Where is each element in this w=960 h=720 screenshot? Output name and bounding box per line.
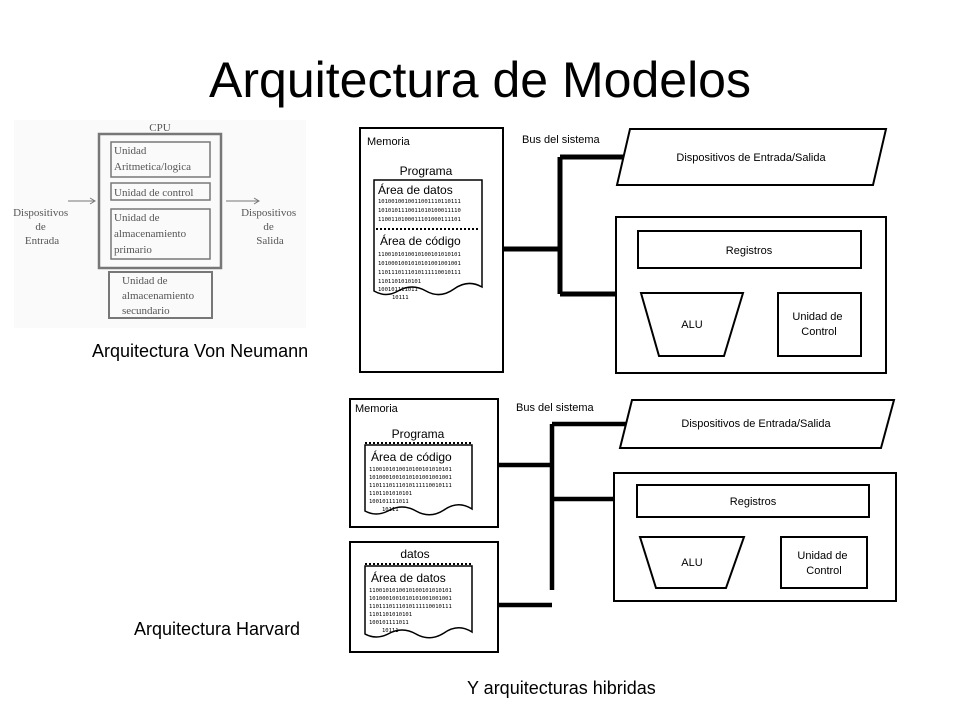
hv-program-label: Programa	[392, 427, 445, 441]
svg-text:1010010010011001110110111: 1010010010011001110110111	[378, 199, 461, 205]
vn-data-area-label: Área de datos	[378, 182, 453, 197]
svg-text:100101111011: 100101111011	[369, 499, 409, 505]
svg-text:10111: 10111	[382, 507, 399, 513]
hv-registers-label: Registros	[730, 496, 777, 508]
svg-text:1100101010010100101010101: 1100101010010100101010101	[378, 252, 461, 258]
vn-code-bits: 1100101010010100101010101 10100010010101…	[378, 252, 461, 301]
sketch-secondary-label: Unidad de almacenamiento secundario	[122, 275, 197, 317]
svg-text:1101110111010111110010111: 1101110111010111110010111	[369, 483, 452, 489]
hv-code-bits: 1100101010010100101010101 10100010010101…	[369, 467, 452, 513]
hv-io-label: Dispositivos de Entrada/Salida	[681, 418, 831, 430]
svg-text:100101111011: 100101111011	[369, 620, 409, 626]
sketch-alu-label: Unidad Aritmetica/logica	[114, 145, 191, 173]
vn-bus-label: Bus del sistema	[522, 134, 601, 146]
caption-hybrid: Y arquitecturas hibridas	[467, 678, 656, 698]
cpu-box	[97, 132, 223, 270]
sketch-alu-box	[110, 141, 211, 178]
harvard-diagram: Memoria Programa Área de código 11001010…	[349, 398, 897, 653]
sketch-primary-label: Unidad de almacenamiento primario	[114, 212, 189, 256]
hv-bus-label: Bus del sistema	[516, 402, 595, 414]
hv-control-box	[780, 536, 868, 589]
svg-text:1100110100011101000111101: 1100110100011101000111101	[378, 217, 461, 223]
vn-memory-label: Memoria	[367, 136, 411, 148]
sketch-control-box	[110, 182, 211, 201]
vn-registers-box	[637, 230, 862, 269]
hv-io-box	[618, 399, 896, 449]
vn-alu-shape	[639, 292, 745, 357]
svg-text:10111: 10111	[392, 295, 409, 301]
svg-text:1101101010101: 1101101010101	[369, 491, 412, 497]
hv-registers-box	[636, 484, 870, 518]
hv-alu-shape	[638, 536, 746, 589]
slide-title: Arquitectura de Modelos	[209, 52, 751, 108]
vn-data-bits: 1010010010011001110110111 10101011100110…	[378, 199, 461, 223]
svg-text:1101110111010111110010111: 1101110111010111110010111	[378, 270, 461, 276]
svg-text:1010001001010101001001001: 1010001001010101001001001	[369, 596, 452, 602]
sketch-output-label: Dispositivos de Salida	[241, 207, 299, 247]
vn-program-label: Programa	[400, 164, 453, 178]
svg-text:1010001001010101001001001: 1010001001010101001001001	[378, 261, 461, 267]
cpu-sketch: CPU Unidad Aritmetica/logica Unidad de c…	[13, 120, 306, 328]
vn-code-area-label: Área de código	[380, 233, 461, 248]
svg-text:1010001001010101001001001: 1010001001010101001001001	[369, 475, 452, 481]
hv-program-doc	[364, 444, 473, 516]
sketch-input-label: Dispositivos de Entrada	[13, 207, 71, 247]
hv-data-area-label: Área de datos	[371, 570, 446, 585]
svg-text:100101111011: 100101111011	[378, 287, 418, 293]
vn-alu-label: ALU	[681, 319, 702, 331]
cpu-label: CPU	[149, 122, 170, 134]
vn-io-box	[615, 128, 888, 186]
hv-alu-label: ALU	[681, 557, 702, 569]
caption-harvard: Arquitectura Harvard	[134, 619, 301, 639]
hv-memory-label: Memoria	[355, 403, 399, 415]
sketch-control-label: Unidad de control	[114, 187, 193, 199]
vn-control-label: Unidad de Control	[792, 311, 845, 338]
von-neumann-diagram: Memoria Programa Área de datos 101001001…	[359, 127, 888, 374]
svg-text:1010101110011010100011110: 1010101110011010100011110	[378, 208, 461, 214]
svg-text:1101110111010111110010111: 1101110111010111110010111	[369, 604, 452, 610]
hv-data-doc	[364, 565, 473, 639]
svg-text:1101101010101: 1101101010101	[378, 279, 421, 285]
sketch-secondary-box	[108, 271, 213, 319]
sketch-primary-box	[110, 208, 211, 260]
hv-control-label: Unidad de Control	[797, 550, 850, 577]
vn-bus-lines	[503, 154, 628, 297]
hv-data-bits: 1100101010010100101010101 10100010010101…	[369, 588, 452, 634]
svg-text:1101101010101: 1101101010101	[369, 612, 412, 618]
hv-code-area-label: Área de código	[371, 449, 452, 464]
vn-registers-label: Registros	[726, 245, 773, 257]
hv-data-label: datos	[400, 547, 429, 561]
caption-von-neumann: Arquitectura Von Neumann	[92, 341, 309, 361]
vn-io-label: Dispositivos de Entrada/Salida	[676, 152, 826, 164]
svg-text:1100101010010100101010101: 1100101010010100101010101	[369, 467, 452, 473]
svg-text:1100101010010100101010101: 1100101010010100101010101	[369, 588, 452, 594]
hv-bus-lines	[498, 421, 628, 608]
svg-text:10111: 10111	[382, 628, 399, 634]
vn-program-doc	[373, 179, 483, 296]
vn-control-box	[777, 292, 862, 357]
